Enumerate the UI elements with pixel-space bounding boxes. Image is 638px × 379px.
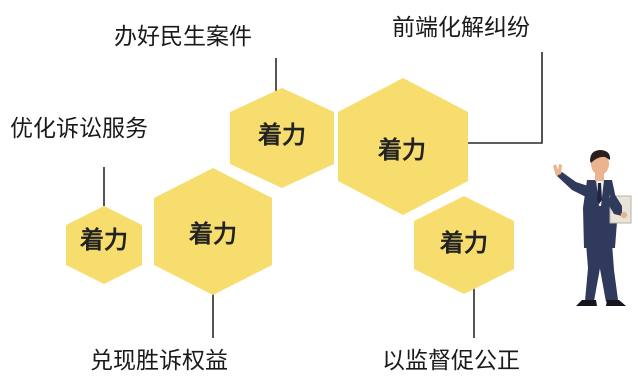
leader-line-disputes bbox=[447, 52, 543, 144]
hex-label-top-middle: 着力 bbox=[258, 121, 306, 149]
hex-label-right-bottom: 着力 bbox=[440, 229, 488, 257]
presenter-legs bbox=[585, 243, 618, 301]
hex-label-left-small: 着力 bbox=[80, 226, 128, 254]
hex-top-right-large bbox=[338, 78, 468, 215]
presenter-raised-hand bbox=[553, 164, 562, 176]
presenter-tie bbox=[597, 183, 602, 204]
hex-label-top-right-large: 着力 bbox=[378, 136, 426, 164]
hex-label-center-large: 着力 bbox=[189, 220, 237, 248]
presenter-jacket bbox=[583, 180, 618, 248]
hex-center-large bbox=[154, 168, 272, 295]
hex-right-bottom bbox=[414, 196, 514, 294]
hex-top-middle bbox=[230, 88, 334, 188]
caption-realize-rights: 兑现胜诉权益 bbox=[90, 348, 228, 374]
captions: 优化诉讼服务 办好民生案件 前端化解纠纷 兑现胜诉权益 以监督促公正 bbox=[10, 15, 530, 374]
caption-promote-fairness: 以监督促公正 bbox=[382, 348, 520, 374]
hexagon-group bbox=[66, 78, 514, 295]
hexagon-labels: 着力 着力 着力 着力 着力 bbox=[80, 121, 488, 257]
presenter-holding-hand bbox=[620, 211, 628, 219]
caption-resolve-disputes: 前端化解纠纷 bbox=[392, 15, 530, 41]
presenter-hair bbox=[590, 150, 611, 163]
presenter-shoe-right bbox=[606, 300, 626, 306]
caption-optimize-litigation: 优化诉讼服务 bbox=[10, 116, 148, 142]
presenter-raised-arm bbox=[557, 172, 588, 198]
presenter-shoe-left bbox=[576, 300, 597, 306]
presenter-neck bbox=[595, 172, 604, 181]
businessman-presenter-icon bbox=[553, 150, 632, 306]
hex-left-small bbox=[66, 206, 142, 284]
caption-handle-livelihood-cases: 办好民生案件 bbox=[114, 24, 252, 50]
presenter-holding-arm bbox=[608, 190, 622, 216]
